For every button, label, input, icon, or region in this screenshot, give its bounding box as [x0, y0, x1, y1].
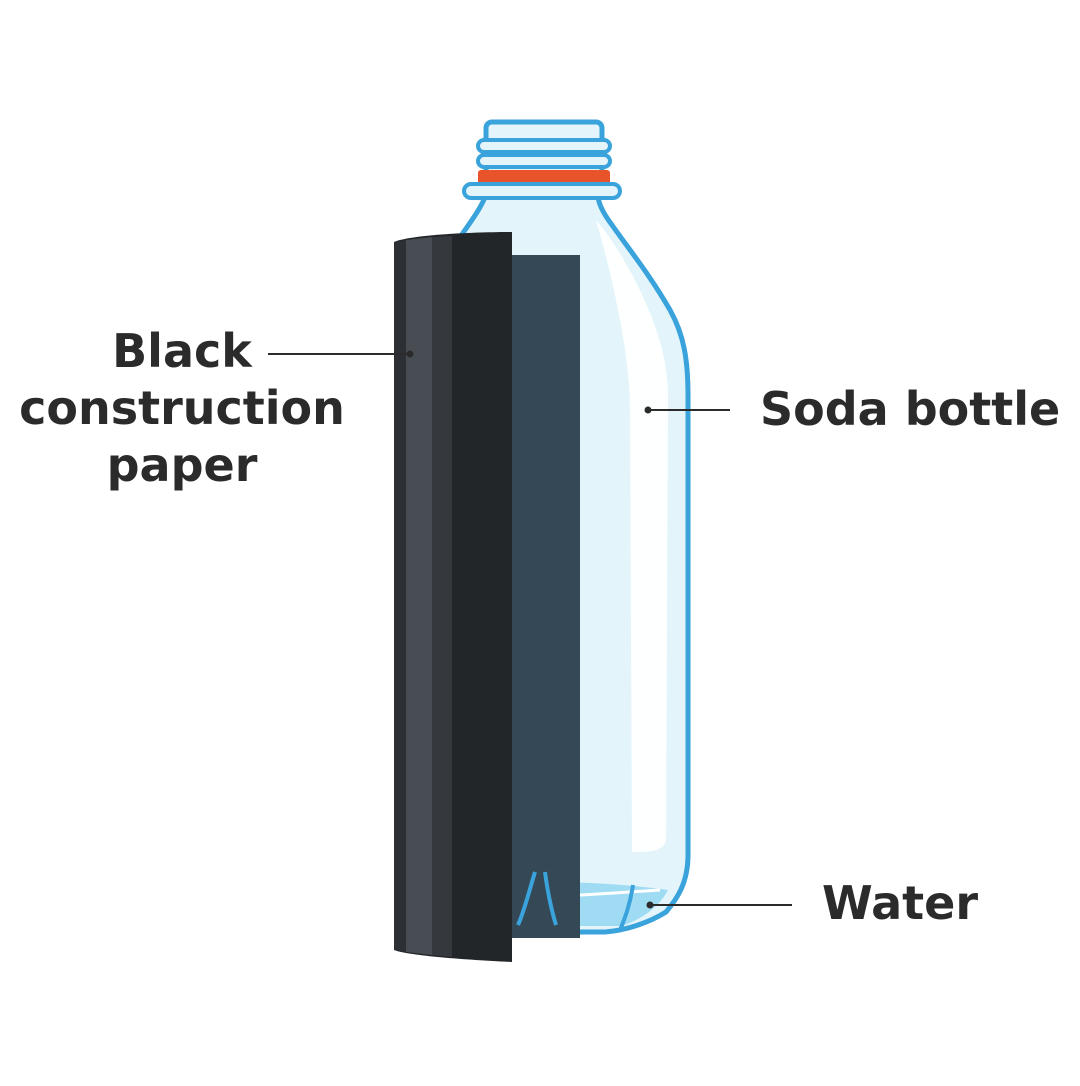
leader-bottle [644, 406, 730, 414]
leader-paper [268, 350, 414, 358]
label-paper-line-1: Black [112, 324, 253, 378]
label-paper-line-2: construction [19, 381, 345, 435]
bottle-foot-lines [516, 871, 635, 931]
label-soda-bottle: Soda bottle [760, 382, 1060, 436]
black-paper-roll [394, 232, 512, 962]
bottle-highlight [596, 220, 668, 852]
leader-water [646, 901, 792, 909]
label-water: Water [822, 876, 978, 930]
label-paper-line-3: paper [107, 438, 258, 492]
paper-inner [505, 255, 580, 938]
bottle-neck [462, 119, 622, 200]
